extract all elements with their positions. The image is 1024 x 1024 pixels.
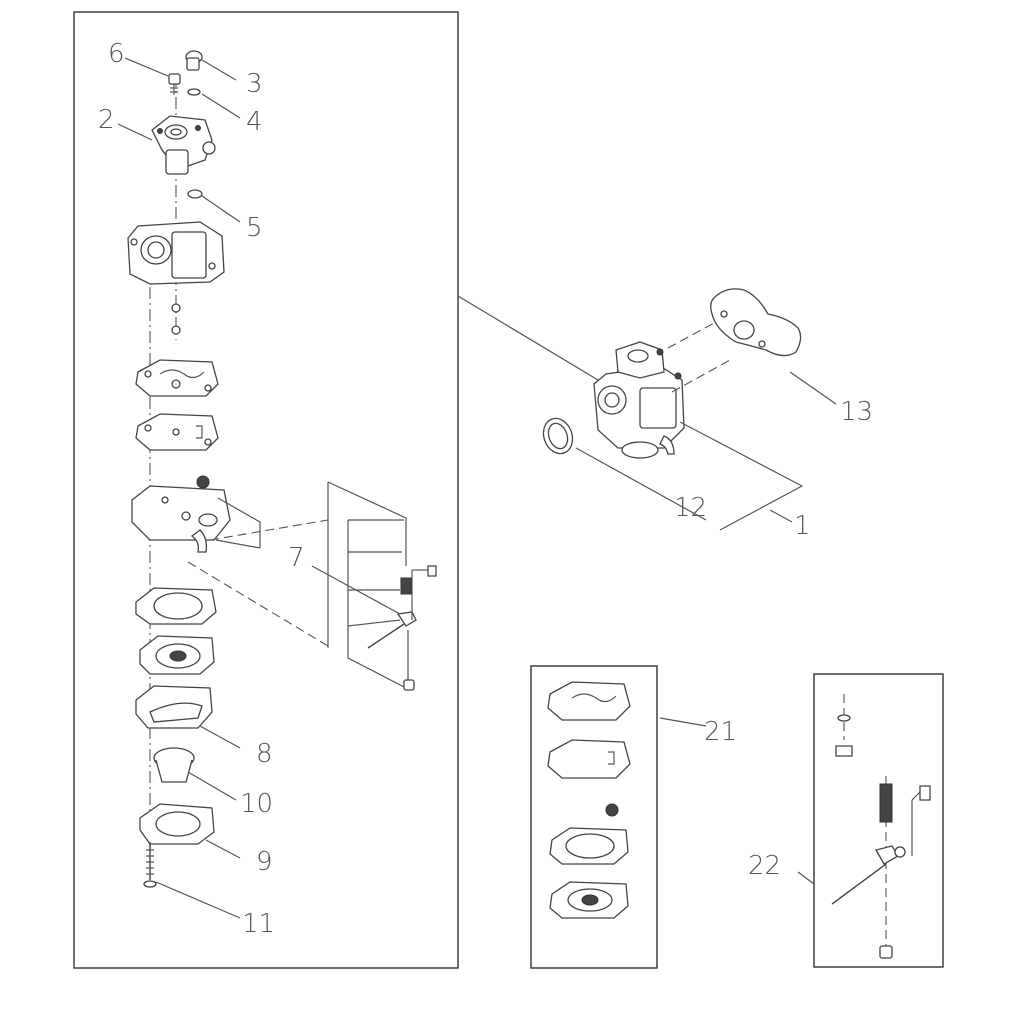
part-7-valve-assembly — [187, 481, 437, 691]
main-exploded-frame — [73, 11, 459, 969]
part-11-screw — [143, 842, 157, 888]
gasket-kit-frame — [530, 665, 658, 969]
part-5-clip — [187, 189, 203, 199]
exploded-column — [127, 50, 437, 888]
part-10-cup — [153, 747, 195, 783]
callout-2: 2 — [98, 105, 115, 135]
part-6-screw — [168, 73, 181, 95]
pump-body — [131, 475, 231, 553]
part-13-gasket — [710, 288, 802, 357]
gasket-upper-2 — [135, 413, 219, 451]
assembled-carburetor — [457, 288, 802, 459]
part-9-plate — [139, 803, 215, 845]
callout-10: 10 — [240, 789, 273, 819]
gasket-upper-1 — [135, 359, 219, 397]
callout-9: 9 — [256, 847, 273, 877]
callout-22: 22 — [748, 851, 781, 881]
callout-leaders-left — [117, 57, 401, 919]
kit-gasket-1 — [547, 681, 631, 721]
part-8-cover — [135, 685, 213, 729]
needle-kit-22 — [831, 694, 931, 959]
part-2-cover — [151, 115, 216, 175]
kit-diaphragm — [549, 881, 629, 919]
gasket-kit-21 — [547, 681, 631, 919]
carburetor-body — [127, 221, 225, 285]
part-4-washer — [187, 88, 201, 96]
callout-labels: 6 3 4 2 5 7 8 10 9 11 13 12 1 21 22 — [98, 39, 873, 939]
callout-1: 1 — [794, 511, 811, 541]
callout-5: 5 — [246, 213, 263, 243]
carburetor-assembled-body — [593, 341, 685, 459]
kit-gasket-3 — [549, 827, 629, 865]
callout-21: 21 — [704, 717, 737, 747]
callout-6: 6 — [108, 39, 125, 69]
diaphragm-lower — [139, 635, 215, 675]
callout-8: 8 — [256, 739, 273, 769]
kit-gasket-2 — [547, 739, 631, 779]
needle-kit-frame — [813, 673, 944, 968]
part-3-screw — [185, 50, 203, 71]
gasket-lower-1 — [135, 587, 217, 625]
callout-11: 11 — [242, 909, 275, 939]
callout-4: 4 — [246, 107, 263, 137]
callout-leaders-right — [575, 371, 837, 885]
callout-13: 13 — [840, 397, 873, 427]
callout-3: 3 — [246, 69, 263, 99]
callout-7: 7 — [288, 543, 305, 573]
callout-12: 12 — [674, 493, 707, 523]
